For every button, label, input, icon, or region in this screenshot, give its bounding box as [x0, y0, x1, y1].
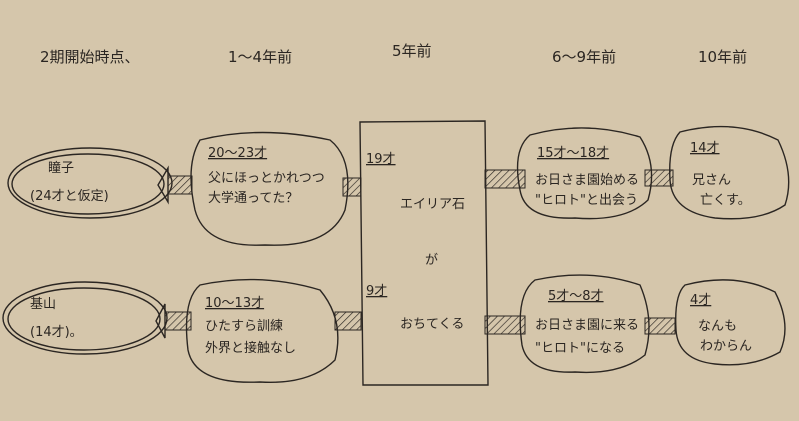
kiyama-1-4-years: 10〜13才 ひたすら訓練 外界と接触なし [185, 278, 339, 384]
svg-text:(14才)。: (14才)。 [30, 325, 83, 340]
svg-text:なんも: なんも [698, 319, 737, 334]
svg-text:20〜23才: 20〜23才 [208, 146, 267, 161]
svg-text:兄さん: 兄さん [692, 173, 731, 188]
touko-10-years: 14才 兄さん 亡くす。 [669, 125, 790, 220]
svg-text:14才: 14才 [690, 141, 720, 156]
person-touko: 瞳子 (24才と仮定) [7, 147, 173, 219]
svg-text:おちてくる: おちてくる [400, 317, 464, 332]
person-kiyama: 基山 (14才)。 [2, 281, 168, 355]
svg-text:"ヒロト"と出会う: "ヒロト"と出会う [535, 193, 638, 208]
svg-text:お日さま園に来る: お日さま園に来る [535, 318, 639, 333]
center-event-box: 19才 エイリア石 が 9才 おちてくる [359, 120, 489, 386]
header-10-years: 10年前 [698, 48, 747, 66]
connector-row2 [155, 303, 676, 339]
svg-text:父にほっとかれつつ: 父にほっとかれつつ [208, 171, 325, 186]
touko-6-9-years: 15才〜18才 お日さま園始める "ヒロト"と出会う [516, 127, 653, 220]
svg-text:4才: 4才 [690, 293, 711, 308]
svg-text:亡くす。: 亡くす。 [700, 193, 751, 208]
svg-text:15才〜18才: 15才〜18才 [537, 146, 609, 161]
svg-text:エイリア石: エイリア石 [400, 197, 465, 212]
svg-text:が: が [425, 253, 438, 268]
header-1-4-years: 1〜4年前 [228, 48, 292, 66]
svg-text:10〜13才: 10〜13才 [205, 296, 264, 311]
center-age-top: 19才 [366, 152, 396, 167]
svg-text:大学通ってた？: 大学通ってた？ [208, 190, 298, 206]
svg-text:瞳子: 瞳子 [48, 161, 74, 176]
svg-text:わからん: わからん [700, 339, 752, 354]
svg-text:5才〜8才: 5才〜8才 [548, 289, 604, 304]
header-5-years: 5年前 [392, 42, 432, 60]
header-6-9-years: 6〜9年前 [552, 48, 616, 66]
kiyama-6-9-years: 5才〜8才 お日さま園に来る "ヒロト"になる [519, 274, 650, 374]
svg-text:ひたすら訓練: ひたすら訓練 [205, 318, 283, 334]
svg-text:基山: 基山 [30, 297, 56, 312]
header-start: 2期開始時点、 [40, 48, 140, 66]
svg-text:(24才と仮定): (24才と仮定) [30, 189, 109, 204]
svg-text:外界と接触なし: 外界と接触なし [205, 340, 296, 356]
svg-text:"ヒロト"になる: "ヒロト"になる [535, 341, 625, 356]
kiyama-10-years: 4才 なんも わからん [675, 279, 786, 366]
center-age-bottom: 9才 [366, 284, 387, 299]
touko-1-4-years: 20〜23才 父にほっとかれつつ 大学通ってた？ [190, 131, 349, 246]
svg-text:お日さま園始める: お日さま園始める [535, 173, 639, 188]
